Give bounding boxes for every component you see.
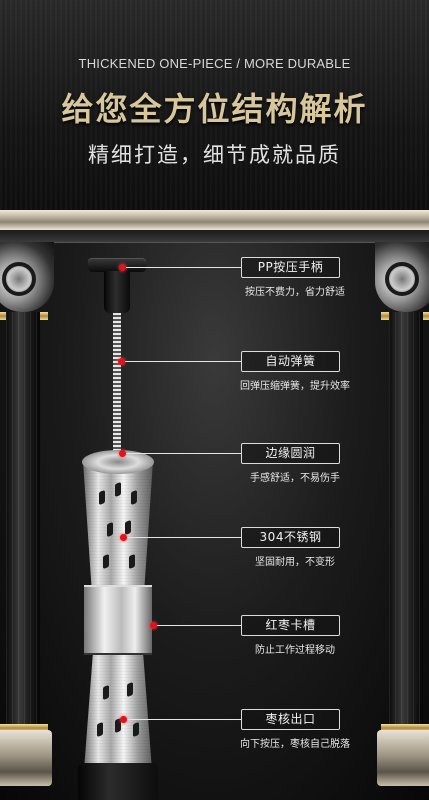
vent-hole xyxy=(107,521,113,538)
body-rim xyxy=(82,450,154,474)
callout-desc-handle: 按压不费力，省力舒适 xyxy=(245,287,345,298)
column-shaft xyxy=(389,312,423,782)
callout-label-spring: 自动弹簧 xyxy=(241,351,340,372)
vent-hole xyxy=(115,481,121,498)
column-shaft xyxy=(6,312,40,782)
jujube-slot-sleeve xyxy=(84,585,152,655)
vent-hole xyxy=(131,489,137,506)
callout-desc-spring: 回弹压缩弹簧，提升效率 xyxy=(240,381,350,392)
callout-label-steel: 304不锈钢 xyxy=(241,527,340,548)
frame-inner-strip xyxy=(0,230,429,243)
vent-hole xyxy=(129,553,135,570)
column-base xyxy=(377,730,429,786)
spring-rod xyxy=(113,313,121,455)
leader-line-rim xyxy=(126,453,241,454)
callout-label-slot: 红枣卡槽 xyxy=(241,615,340,636)
leader-line-handle xyxy=(126,267,241,268)
callout-label-rim: 边缘圆润 xyxy=(241,443,340,464)
vent-hole xyxy=(125,519,131,536)
column-gold-ring xyxy=(381,724,429,732)
handle-cap xyxy=(88,258,146,272)
callout-desc-exit: 向下按压，枣核自己脱落 xyxy=(240,739,350,750)
leader-line-slot xyxy=(157,625,241,626)
vent-hole xyxy=(133,721,139,738)
header-subtitle-cn: 精细打造，细节成就品质 xyxy=(88,143,341,167)
gold-frame-bar xyxy=(0,210,429,230)
callout-label-handle: PP按压手柄 xyxy=(241,257,340,278)
pit-exit-base xyxy=(78,763,158,800)
callout-desc-rim: 手感舒适，不易伤手 xyxy=(250,473,340,484)
header-banner: THICKENED ONE-PIECE / MORE DURABLE 给您全方位… xyxy=(0,0,429,210)
right-column-decoration xyxy=(375,242,429,800)
column-base xyxy=(0,730,52,786)
marker-dot-rim xyxy=(119,450,126,457)
callout-desc-slot: 防止工作过程移动 xyxy=(255,645,335,656)
marker-dot-steel xyxy=(120,534,127,541)
jujube-pitter-product-image xyxy=(78,255,180,800)
leader-line-exit xyxy=(127,719,241,720)
column-capital-icon xyxy=(375,242,429,312)
vent-hole xyxy=(103,684,109,701)
vent-hole xyxy=(103,553,109,570)
vent-hole xyxy=(97,721,103,738)
marker-dot-exit xyxy=(120,716,127,723)
column-gold-ring xyxy=(0,724,48,732)
header-subtitle-en: THICKENED ONE-PIECE / MORE DURABLE xyxy=(78,56,351,71)
marker-dot-slot xyxy=(150,622,157,629)
marker-dot-handle xyxy=(119,264,126,271)
leader-line-steel xyxy=(127,537,241,538)
marker-dot-spring xyxy=(118,358,125,365)
column-capital-icon xyxy=(0,242,54,312)
vent-hole xyxy=(99,489,105,506)
callout-label-exit: 枣核出口 xyxy=(241,709,340,730)
callout-desc-steel: 坚固耐用，不变形 xyxy=(255,557,335,568)
left-column-decoration xyxy=(0,242,54,800)
vent-hole xyxy=(127,681,133,698)
handle-neck xyxy=(104,271,130,313)
leader-line-spring xyxy=(125,361,241,362)
header-title: 给您全方位结构解析 xyxy=(61,90,368,128)
